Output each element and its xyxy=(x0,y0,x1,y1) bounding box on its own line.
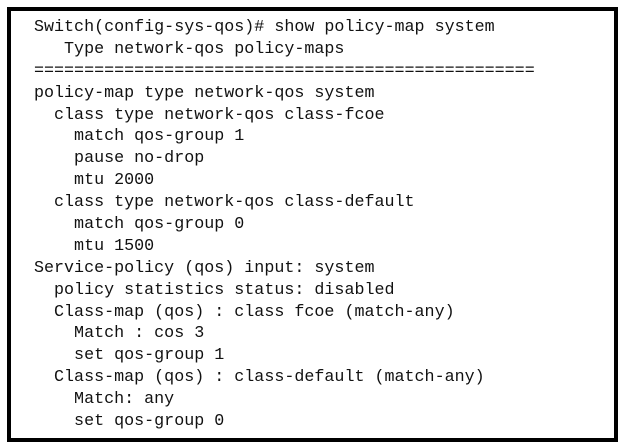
output-line: policy-map type network-qos system xyxy=(34,83,375,103)
command-line: Switch(config-sys-qos)# show policy-map … xyxy=(34,18,495,37)
output-line: Match : cos 3 xyxy=(34,324,205,344)
terminal-frame: Switch(config-sys-qos)# show policy-map … xyxy=(7,7,618,442)
separator-line: ========================================… xyxy=(34,61,535,81)
output-line: Match: any xyxy=(34,390,175,410)
output-line: class type network-qos class-default xyxy=(34,193,415,213)
output-line: class type network-qos class-fcoe xyxy=(34,105,385,125)
output-line: mtu 2000 xyxy=(34,171,155,191)
output-line: pause no-drop xyxy=(34,149,205,169)
output-line: policy statistics status: disabled xyxy=(34,280,395,300)
output-line: set qos-group 0 xyxy=(34,412,225,432)
terminal-output: Switch(config-sys-qos)# show policy-map … xyxy=(34,17,535,433)
output-line: match qos-group 1 xyxy=(34,127,245,147)
output-line: set qos-group 1 xyxy=(34,346,225,366)
output-line: Class-map (qos) : class fcoe (match-any) xyxy=(34,302,455,322)
output-line: Type network-qos policy-maps xyxy=(34,39,345,59)
output-line: Service-policy (qos) input: system xyxy=(34,258,375,278)
output-line: mtu 1500 xyxy=(34,236,155,256)
output-line: match qos-group 0 xyxy=(34,215,245,235)
output-line: Class-map (qos) : class-default (match-a… xyxy=(34,368,485,388)
